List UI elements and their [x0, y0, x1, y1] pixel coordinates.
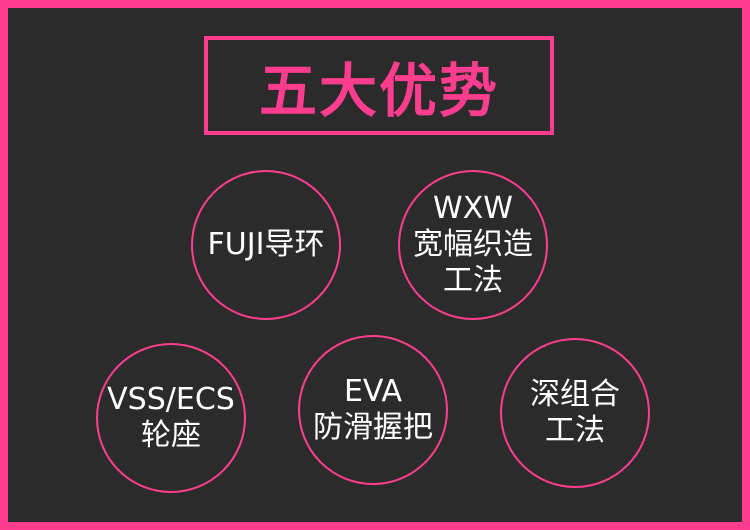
advantage-circle-fuji: FUJI导环: [191, 170, 341, 320]
circle-label: 轮座: [141, 418, 201, 453]
advantages-panel: 五大优势 FUJI导环 WXW 宽幅织造 工法 VSS/ECS 轮座 EVA 防…: [8, 8, 742, 522]
circle-label: WXW: [433, 191, 513, 226]
circle-label: 深组合: [530, 377, 620, 412]
title-frame: 五大优势: [204, 36, 554, 135]
circle-label: 宽幅织造: [413, 227, 533, 262]
advantage-circle-vss-ecs: VSS/ECS 轮座: [96, 343, 246, 493]
circle-label: FUJI导环: [207, 227, 325, 262]
advantage-circle-wxw: WXW 宽幅织造 工法: [398, 170, 548, 320]
page-title: 五大优势: [258, 56, 499, 125]
advantage-circle-deep-combo: 深组合 工法: [500, 338, 650, 488]
circle-label: 工法: [443, 263, 503, 298]
circle-label: 工法: [545, 413, 605, 448]
circle-label: VSS/ECS: [107, 382, 235, 417]
advantage-circle-eva: EVA 防滑握把: [298, 335, 448, 485]
circle-label: 防滑握把: [313, 410, 433, 445]
circle-label: EVA: [343, 374, 403, 409]
